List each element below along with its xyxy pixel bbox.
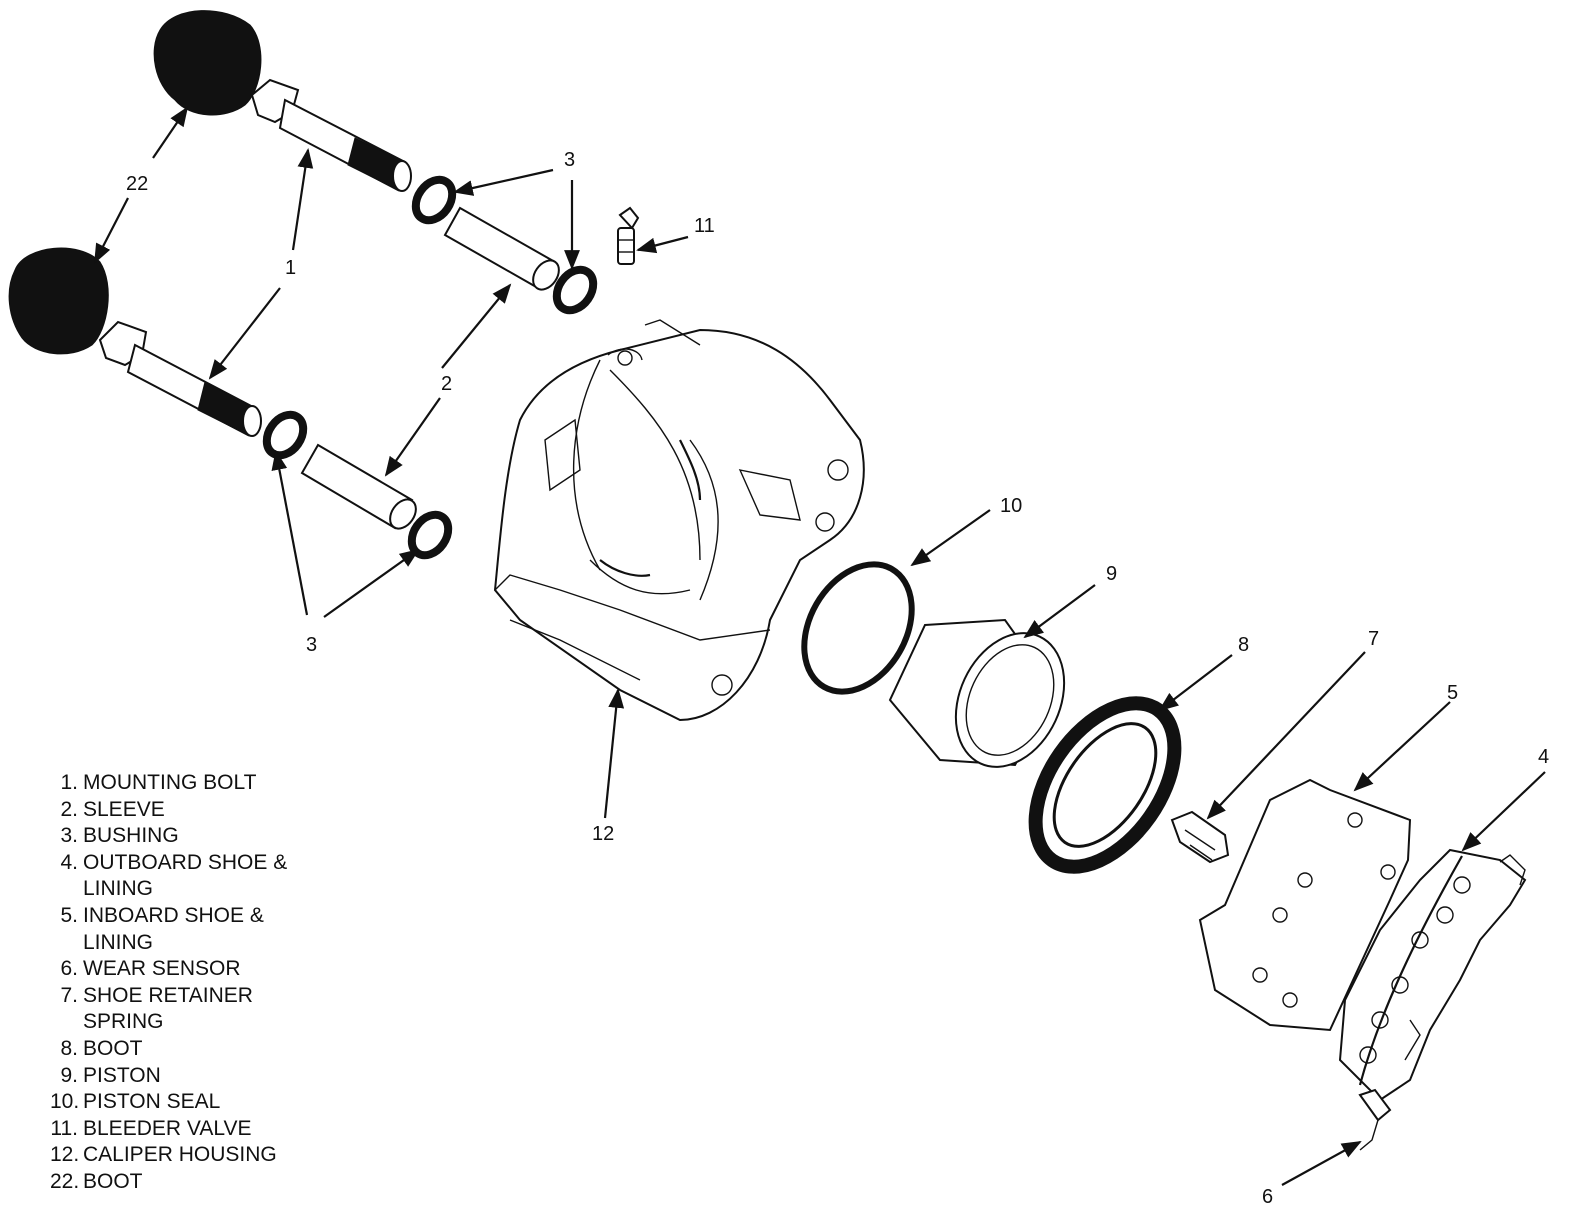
legend-number: 7. [60,983,78,1007]
bushing-upper-right [552,265,598,315]
legend-label: PISTON SEAL [83,1090,221,1114]
legend-number: 11. [50,1116,78,1140]
mounting-bolt-lower [98,320,262,437]
legend-item: 7.SHOE RETAINER SPRING [50,983,323,1036]
bushing-upper-left [411,175,457,225]
legend-number: 4. [60,850,78,874]
callout-7: 7 [1368,628,1379,650]
wear-sensor [1358,1088,1392,1151]
legend-label: WEAR SENSOR [83,957,241,981]
legend-item: 4.OUTBOARD SHOE & LINING [50,850,323,903]
legend-item: 2.SLEEVE [50,797,323,824]
callout-3-bottom: 3 [306,634,317,656]
legend-label: BUSHING [83,824,179,848]
leader-lines [94,106,1546,1186]
legend-number: 1. [60,771,78,794]
legend-number: 9. [60,1063,78,1087]
callout-22: 22 [126,173,148,195]
sleeve-upper [443,206,560,291]
legend-item: 9.PISTON [50,1063,323,1090]
legend-label: BLEEDER VALVE [83,1116,252,1140]
sleeve-lower [300,443,417,530]
legend-number: 2. [60,797,78,821]
boot-upper [153,10,262,116]
bushing-lower-left [262,410,308,460]
legend-label: OUTBOARD SHOE & LINING [83,850,288,901]
callout-10: 10 [1000,495,1022,517]
mounting-bolt-upper [250,78,412,192]
legend-label: CALIPER HOUSING [83,1143,277,1167]
callout-11: 11 [694,215,715,237]
legend-label: PISTON [83,1063,161,1087]
piston-boot [1028,696,1182,874]
legend-number: 12. [50,1143,80,1167]
outboard-shoe [1338,848,1527,1102]
callout-6: 6 [1262,1186,1273,1208]
callout-4: 4 [1538,746,1549,768]
legend-number: 10. [50,1090,80,1114]
legend-item: 1.MOUNTING BOLT [50,770,323,797]
legend-item: 11.BLEEDER VALVE [50,1116,323,1143]
legend-number: 8. [60,1036,78,1060]
piston-seal [801,561,915,695]
callout-2: 2 [441,373,452,395]
boot-lower [8,247,109,355]
callout-5: 5 [1447,682,1458,704]
legend-item: 10.PISTON SEAL [50,1089,323,1116]
callout-8: 8 [1238,634,1249,656]
legend-label: BOOT [83,1169,143,1193]
callout-9: 9 [1106,563,1117,585]
piston [888,618,1066,768]
callout-12: 12 [592,823,614,845]
legend-number: 22. [50,1169,80,1193]
legend-label: BOOT [83,1036,143,1060]
callout-3-top: 3 [564,149,575,171]
shoe-retainer-spring [1170,810,1230,864]
bleeder-valve [617,206,640,265]
inboard-shoe [1198,778,1412,1032]
legend-label: SHOE RETAINER SPRING [83,983,253,1034]
legend-item: 22.BOOT [50,1169,323,1196]
legend-label: INBOARD SHOE & LINING [83,903,264,954]
legend-number: 3. [60,824,78,848]
legend-item: 12.CALIPER HOUSING [50,1142,323,1169]
legend-item: 6.WEAR SENSOR [50,956,323,983]
legend-item: 5.INBOARD SHOE & LINING [50,903,323,956]
legend-label: SLEEVE [83,797,165,821]
legend-label: MOUNTING BOLT [83,771,257,794]
callout-1: 1 [285,257,296,279]
legend-item: 3.BUSHING [50,823,323,850]
legend-item: 8.BOOT [50,1036,323,1063]
legend-number: 6. [60,957,78,981]
parts-legend: 1.MOUNTING BOLT 2.SLEEVE 3.BUSHING 4.OUT… [50,770,323,1196]
caliper-housing [493,319,865,722]
legend-number: 5. [60,903,78,927]
